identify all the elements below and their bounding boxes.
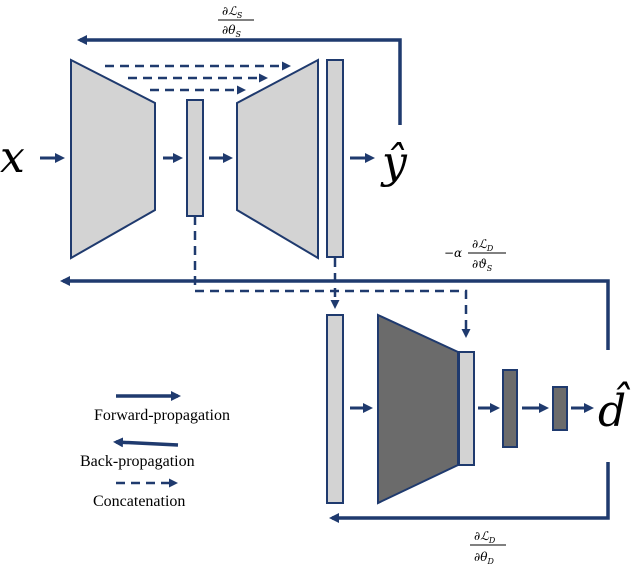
svg-text:−α: −α [444, 246, 462, 260]
seg-output-block [326, 59, 344, 258]
svg-text:∂ℒS: ∂ℒS [222, 4, 243, 20]
seg-backprop-arrow [77, 35, 402, 125]
disc-backprop-arrow [329, 462, 610, 523]
disc-input-block [326, 314, 344, 504]
svg-text:∂ℒD: ∂ℒD [472, 237, 494, 253]
legend-back-arrow [113, 437, 179, 448]
disc-gradient-label: ∂ℒD ∂θD [470, 529, 506, 564]
seg-output-label: ŷ [380, 137, 408, 188]
svg-text:∂ℒD: ∂ℒD [474, 529, 496, 545]
disc-feature-block [502, 369, 518, 448]
disc-concat-block [458, 351, 475, 466]
adv-backprop-arrow [60, 276, 610, 350]
legend-concat-label: Concatenation [93, 493, 185, 510]
disc-small-block [552, 386, 568, 431]
adv-gradient-label: −α ∂ℒD ∂ϑS [444, 237, 506, 273]
disc-output-label: d̂ [598, 379, 630, 437]
legend-forward-label: Forward-propagation [94, 407, 230, 424]
concat-path-bottleneck [193, 216, 471, 338]
svg-text:∂θS: ∂θS [222, 23, 241, 39]
decoder-block [236, 58, 319, 260]
input-label: x [0, 132, 25, 183]
legend: Forward-propagation Back-propagation Con… [80, 391, 230, 510]
disc-encoder-block [377, 313, 459, 505]
encoder-block [70, 58, 156, 260]
svg-text:∂ϑS: ∂ϑS [472, 257, 493, 273]
svg-text:∂θD: ∂θD [474, 550, 494, 564]
seg-gradient-label: ∂ℒS ∂θS [218, 4, 254, 39]
bottleneck-block [186, 99, 204, 217]
legend-back-label: Back-propagation [80, 453, 195, 470]
